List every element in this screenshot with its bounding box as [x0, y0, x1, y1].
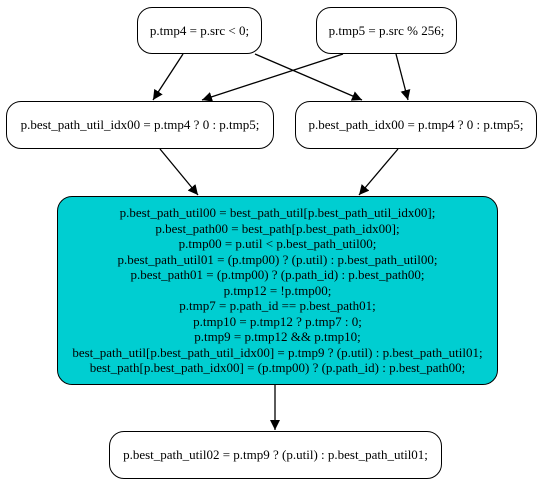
main-block-line: p.best_path01 = (p.tmp00) ? (p.path_id) … — [130, 267, 425, 283]
main-block-line: p.best_path_util01 = (p.tmp00) ? (p.util… — [117, 251, 438, 267]
edge-util-idx-to-main — [159, 148, 199, 196]
node-best-path-util-idx00: p.best_path_util_idx00 = p.tmp4 ? 0 : p.… — [6, 101, 274, 149]
edge-tmp5-to-util-idx — [201, 53, 344, 102]
node-tmp4-label: p.tmp4 = p.src < 0; — [149, 22, 250, 38]
node-best-path-util-idx00-label: p.best_path_util_idx00 = p.tmp4 ? 0 : p.… — [20, 117, 260, 132]
main-block-line: p.tmp9 = p.tmp12 && p.tmp10; — [194, 329, 361, 345]
main-block-line: best_path_util[p.best_path_util_idx00] =… — [72, 344, 483, 360]
node-best-path-util02: p.best_path_util02 = p.tmp9 ? (p.util) :… — [109, 431, 442, 479]
main-block-line: p.tmp12 = !p.tmp00; — [223, 282, 332, 298]
node-best-path-util02-label: p.best_path_util02 = p.tmp9 ? (p.util) :… — [123, 447, 428, 462]
edge-tmp4-to-path-idx — [254, 53, 363, 101]
main-block-line: p.tmp7 = p.path_id == p.best_path01; — [179, 298, 376, 314]
node-tmp5: p.tmp5 = p.src % 256; — [316, 7, 457, 54]
node-tmp5-label: p.tmp5 = p.src % 256; — [328, 22, 445, 38]
main-block-line: p.tmp10 = p.tmp12 ? p.tmp7 : 0; — [193, 313, 362, 329]
main-block-line: p.best_path_util00 = best_path_util[p.be… — [119, 205, 436, 221]
main-block-line: p.tmp00 = p.util < p.best_path_util00; — [178, 236, 377, 252]
main-block-line: best_path[p.best_path_idx00] = (p.tmp00)… — [89, 360, 466, 376]
node-best-path-idx00: p.best_path_idx00 = p.tmp4 ? 0 : p.tmp5; — [295, 101, 537, 149]
node-main-block: p.best_path_util00 = best_path_util[p.be… — [57, 196, 498, 385]
node-best-path-idx00-label: p.best_path_idx00 = p.tmp4 ? 0 : p.tmp5; — [308, 117, 524, 132]
edge-path-idx-to-main — [358, 148, 399, 196]
node-tmp4: p.tmp4 = p.src < 0; — [137, 7, 262, 54]
edge-tmp4-to-util-idx — [152, 53, 184, 101]
edge-tmp5-to-path-idx — [395, 53, 411, 101]
main-block-line: p.best_path00 = best_path[p.best_path_id… — [155, 220, 400, 236]
